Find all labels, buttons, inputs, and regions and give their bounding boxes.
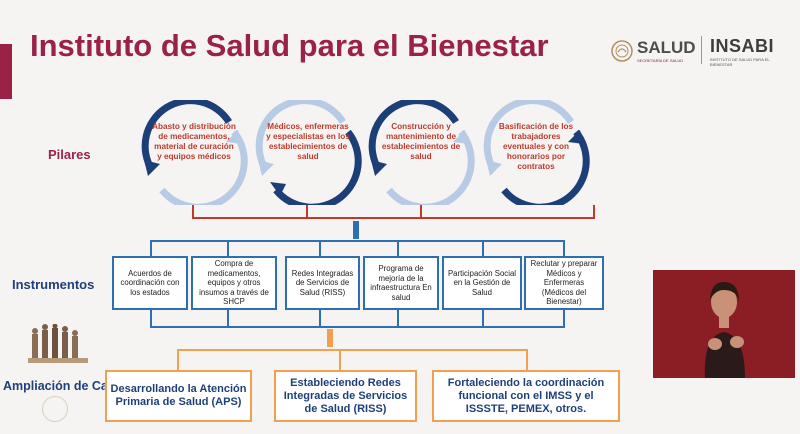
instrumento-3: Redes Integradas de Servicios de Salud (… [285,256,360,310]
pilar-4: Basificación de los trabajadores eventua… [476,100,596,205]
pilar-text: Médicos, enfermeras y especialistas en l… [266,122,350,161]
pilar-text: Basificación de los trabajadores eventua… [498,122,574,171]
pilar-text: Abasto y distribución de medicamentos, m… [152,122,236,161]
instrumento-6: Reclutar y preparar Médicos y Enfermeras… [524,256,604,310]
instrumento-1: Acuerdos de coordinación con los estados [112,256,188,310]
cycle-arrow-icon [368,100,475,205]
salud-logo-subtext: SECRETARÍA DE SALUD [637,58,684,63]
instrumentos-connector-node [327,329,333,347]
logo-divider [701,36,702,64]
capacidad-3: Fortaleciendo la coordinación funcional … [432,370,620,422]
pilar-text: Construcción y mantenimiento de establec… [381,122,461,161]
salud-logo-text: SALUD [637,38,696,57]
pilar-1: Abasto y distribución de medicamentos, m… [134,100,254,205]
pilares-connector-node [353,221,359,239]
eagle-emblem-icon [611,39,633,62]
instrumento-5: Participación Social en la Gestión de Sa… [442,256,522,310]
sign-language-interpreter-video [653,270,795,378]
insabi-logo-subtext: INSTITUTO DE SALUD PARA EL BIENESTAR [710,57,770,67]
salud-logo: SALUD SECRETARÍA DE SALUD [611,38,696,63]
cycle-arrow-icon [255,100,362,205]
insabi-logo-text: INSABI [710,36,775,56]
capacidad-1: Desarrollando la Atención Primaria de Sa… [105,370,252,422]
insabi-logo: INSABI INSTITUTO DE SALUD PARA EL BIENES… [710,36,774,67]
page-title: Instituto de Salud para el Bienestar [30,28,549,63]
instrumento-2: Compra de medicamentos, equipos y otros … [191,256,277,310]
cycle-arrow-icon [483,100,590,205]
section-label-instrumentos: Instrumentos [12,277,95,292]
historical-figures-icon [28,324,88,363]
pilar-3: Construcción y mantenimiento de establec… [361,100,481,205]
section-label-pilares: Pilares [48,147,91,162]
instrumentos-top-bracket [150,240,565,256]
capacidades-bracket [177,349,528,370]
accent-bar [0,44,12,99]
capacidad-2: Estableciendo Redes Integradas de Servic… [274,370,417,422]
pilares-bracket [192,205,595,219]
instrumentos-bottom-bracket [150,310,565,328]
cycle-arrow-icon [141,100,248,205]
interpreter-figure-icon [653,270,795,378]
instrumento-4: Programa de mejoría de la infraestructur… [363,256,439,310]
pilar-2: Médicos, enfermeras y especialistas en l… [248,100,368,205]
seal-watermark-icon [42,396,68,422]
